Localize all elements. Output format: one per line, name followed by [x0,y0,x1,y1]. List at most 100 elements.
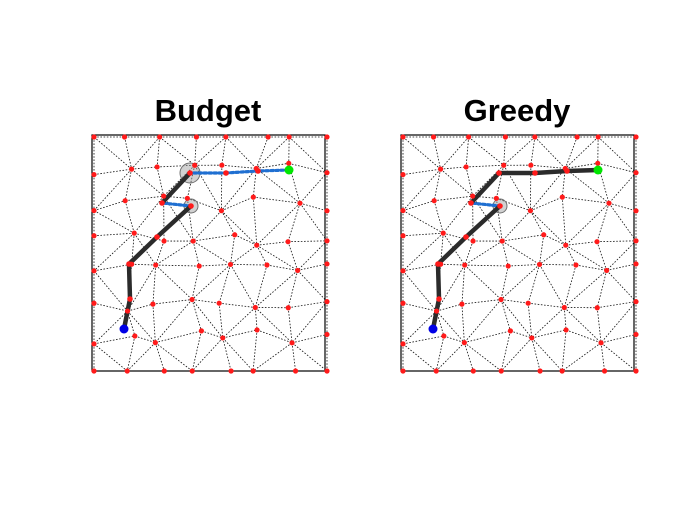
mesh-edge [501,210,531,242]
mesh-edge [402,310,437,345]
mesh-node [459,301,465,307]
mesh-node [193,134,200,140]
mesh-node [461,340,467,346]
mesh-node [128,166,135,172]
mesh-edge [222,337,254,372]
mesh-node [154,164,160,170]
mesh-edge [154,342,165,372]
mesh-edge [152,265,157,305]
mesh-node [563,327,569,333]
mesh-edge [440,263,465,266]
mesh-edge [134,335,156,343]
mesh-edge [502,234,544,242]
mesh-node [529,335,535,341]
mesh-node [91,233,97,239]
mesh-node [493,195,499,201]
mesh-edge [155,330,202,343]
mesh-node [159,200,165,206]
mesh-node [595,160,601,166]
mesh-edge [461,304,465,343]
path-layer [121,162,291,332]
mesh-edge [501,240,509,267]
mesh-node [297,200,303,206]
mesh-node [286,134,292,140]
mesh-edge [288,301,328,309]
mesh-edge [465,136,470,167]
mesh-edge [539,234,545,265]
mesh-edge [222,337,232,372]
goal-node [284,165,294,175]
mesh-node [161,368,167,374]
mesh-edge [131,263,156,266]
mesh-edge [600,301,637,344]
mesh-node [400,134,406,140]
mesh-node [470,368,476,374]
mesh-edge [563,307,567,330]
node-layer [400,134,639,374]
mesh-edge [287,307,293,343]
mesh-edge [402,232,444,237]
mesh-node [564,168,570,174]
mesh-node [496,170,502,176]
mesh-edge [287,270,299,308]
mesh-node [606,200,612,206]
panel-title-budget: Budget [155,93,262,128]
mesh-edge [440,168,473,197]
mesh-edge [218,303,224,338]
mesh-edge [256,329,293,344]
mesh-node [190,238,196,244]
mesh-node [286,160,292,166]
mesh-node [400,300,406,306]
mesh-edge [230,264,256,308]
mesh-edge [402,210,444,234]
mesh-edge [464,342,502,372]
mesh-edge [155,240,165,266]
mesh-node [633,238,639,244]
mesh-node [255,168,261,174]
mesh-edge [155,299,193,343]
mesh-edge [221,168,257,211]
mesh-edge [561,342,602,372]
mesh-node [157,134,163,140]
mesh-edge [464,240,503,266]
mesh-node [527,208,534,214]
mesh-node [91,171,97,178]
mesh-node [501,162,507,168]
explored-path [160,201,193,208]
mesh-node [189,368,195,374]
mesh-edge [564,307,602,344]
mesh-node [324,238,330,244]
mesh-edge [159,136,195,166]
mesh-edge [561,329,567,372]
mesh-edge [565,241,598,246]
mesh-node [324,261,330,267]
mesh-edge [221,164,257,169]
mesh-node [250,368,256,374]
mesh-edge [402,263,441,272]
mesh-node [153,262,159,268]
mesh-edge [131,168,164,197]
mesh-node [289,340,295,346]
mesh-node [470,238,476,244]
goal-node [593,165,603,175]
mesh-edge [597,240,637,243]
mesh-edge [193,234,235,242]
mesh-node [462,262,468,268]
mesh-edge [93,232,135,237]
mesh-edge [299,202,328,242]
mesh-edge [256,136,290,169]
mesh-edge [402,136,441,170]
mesh-node [541,232,547,238]
mesh-edge [256,202,301,246]
mesh-node [228,368,234,374]
mesh-edge [501,299,529,304]
mesh-edge [527,303,533,338]
mesh-edge [192,210,222,242]
node-layer [91,134,330,374]
mesh-edge [191,265,200,300]
mesh-edge [124,169,132,201]
mesh-edge [288,240,328,243]
mesh-edge [600,342,637,372]
mesh-edge [93,335,135,345]
